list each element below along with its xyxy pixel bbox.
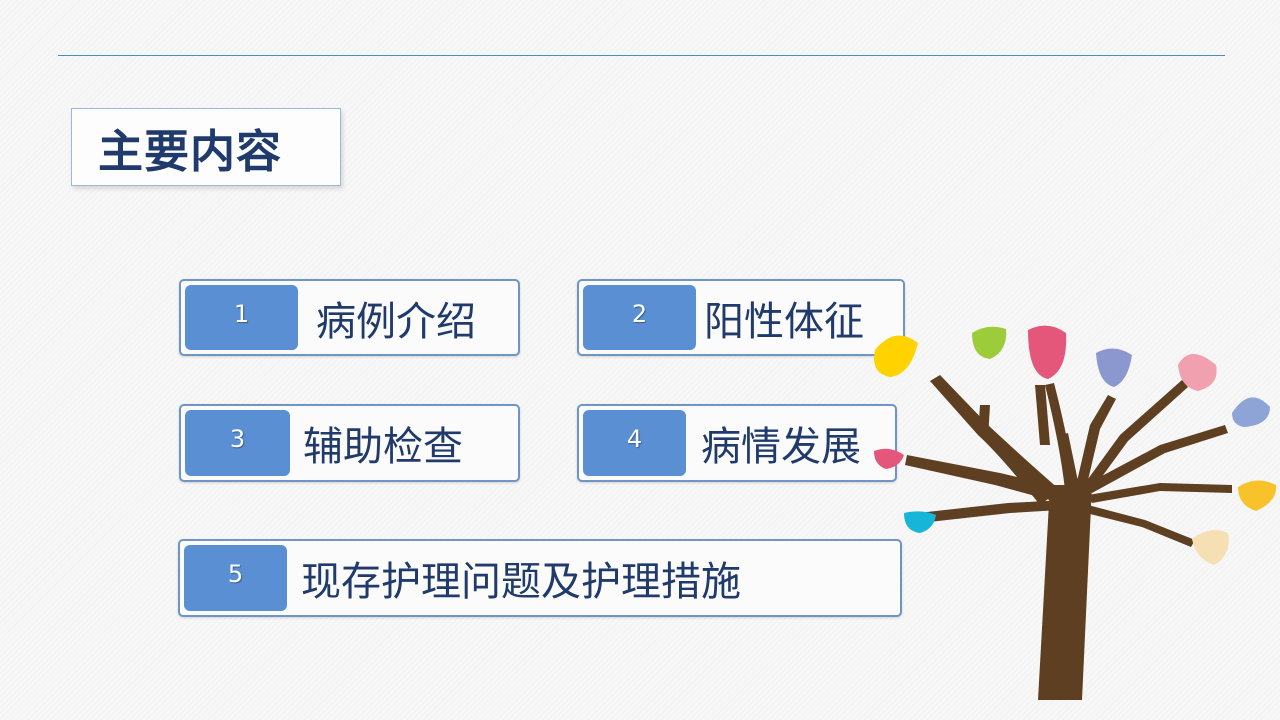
- leaf-cyan-icon: [904, 511, 936, 533]
- leaf-yellow-icon: [874, 335, 918, 377]
- page-title: 主要内容: [98, 124, 283, 178]
- tree-trunk: [905, 375, 1232, 700]
- item-label: 现存护理问题及护理措施: [301, 559, 741, 605]
- title-box: 主要内容: [71, 108, 341, 186]
- tree-leaves: [874, 325, 1277, 565]
- item-number-badge: 1: [185, 285, 298, 350]
- agenda-item-4[interactable]: 4 病情发展: [577, 404, 897, 482]
- leaf-green-icon: [972, 326, 1007, 359]
- item-label: 辅助检查: [303, 424, 463, 470]
- top-divider-line: [58, 55, 1225, 56]
- leaf-red-icon: [874, 448, 904, 469]
- leaf-light-pink-icon: [1178, 354, 1217, 391]
- item-number-badge: 5: [184, 545, 287, 611]
- agenda-item-1[interactable]: 1 病例介绍: [179, 279, 520, 356]
- item-number-badge: 2: [583, 285, 696, 350]
- item-number-badge: 4: [583, 410, 686, 476]
- agenda-item-5[interactable]: 5 现存护理问题及护理措施: [178, 539, 902, 617]
- agenda-item-3[interactable]: 3 辅助检查: [179, 404, 520, 482]
- leaf-gold-icon: [1238, 480, 1277, 511]
- tree-illustration: [874, 325, 1277, 700]
- item-label: 病情发展: [701, 424, 861, 470]
- item-number-badge: 3: [185, 410, 290, 476]
- leaf-periwinkle-icon: [1232, 397, 1270, 427]
- leaf-cream-icon: [1192, 530, 1229, 565]
- agenda-item-2[interactable]: 2 阳性体征: [577, 279, 905, 356]
- item-label: 阳性体征: [704, 298, 864, 345]
- leaf-pink-icon: [1028, 325, 1067, 379]
- leaf-purple-icon: [1096, 348, 1132, 387]
- item-label: 病例介绍: [316, 298, 476, 345]
